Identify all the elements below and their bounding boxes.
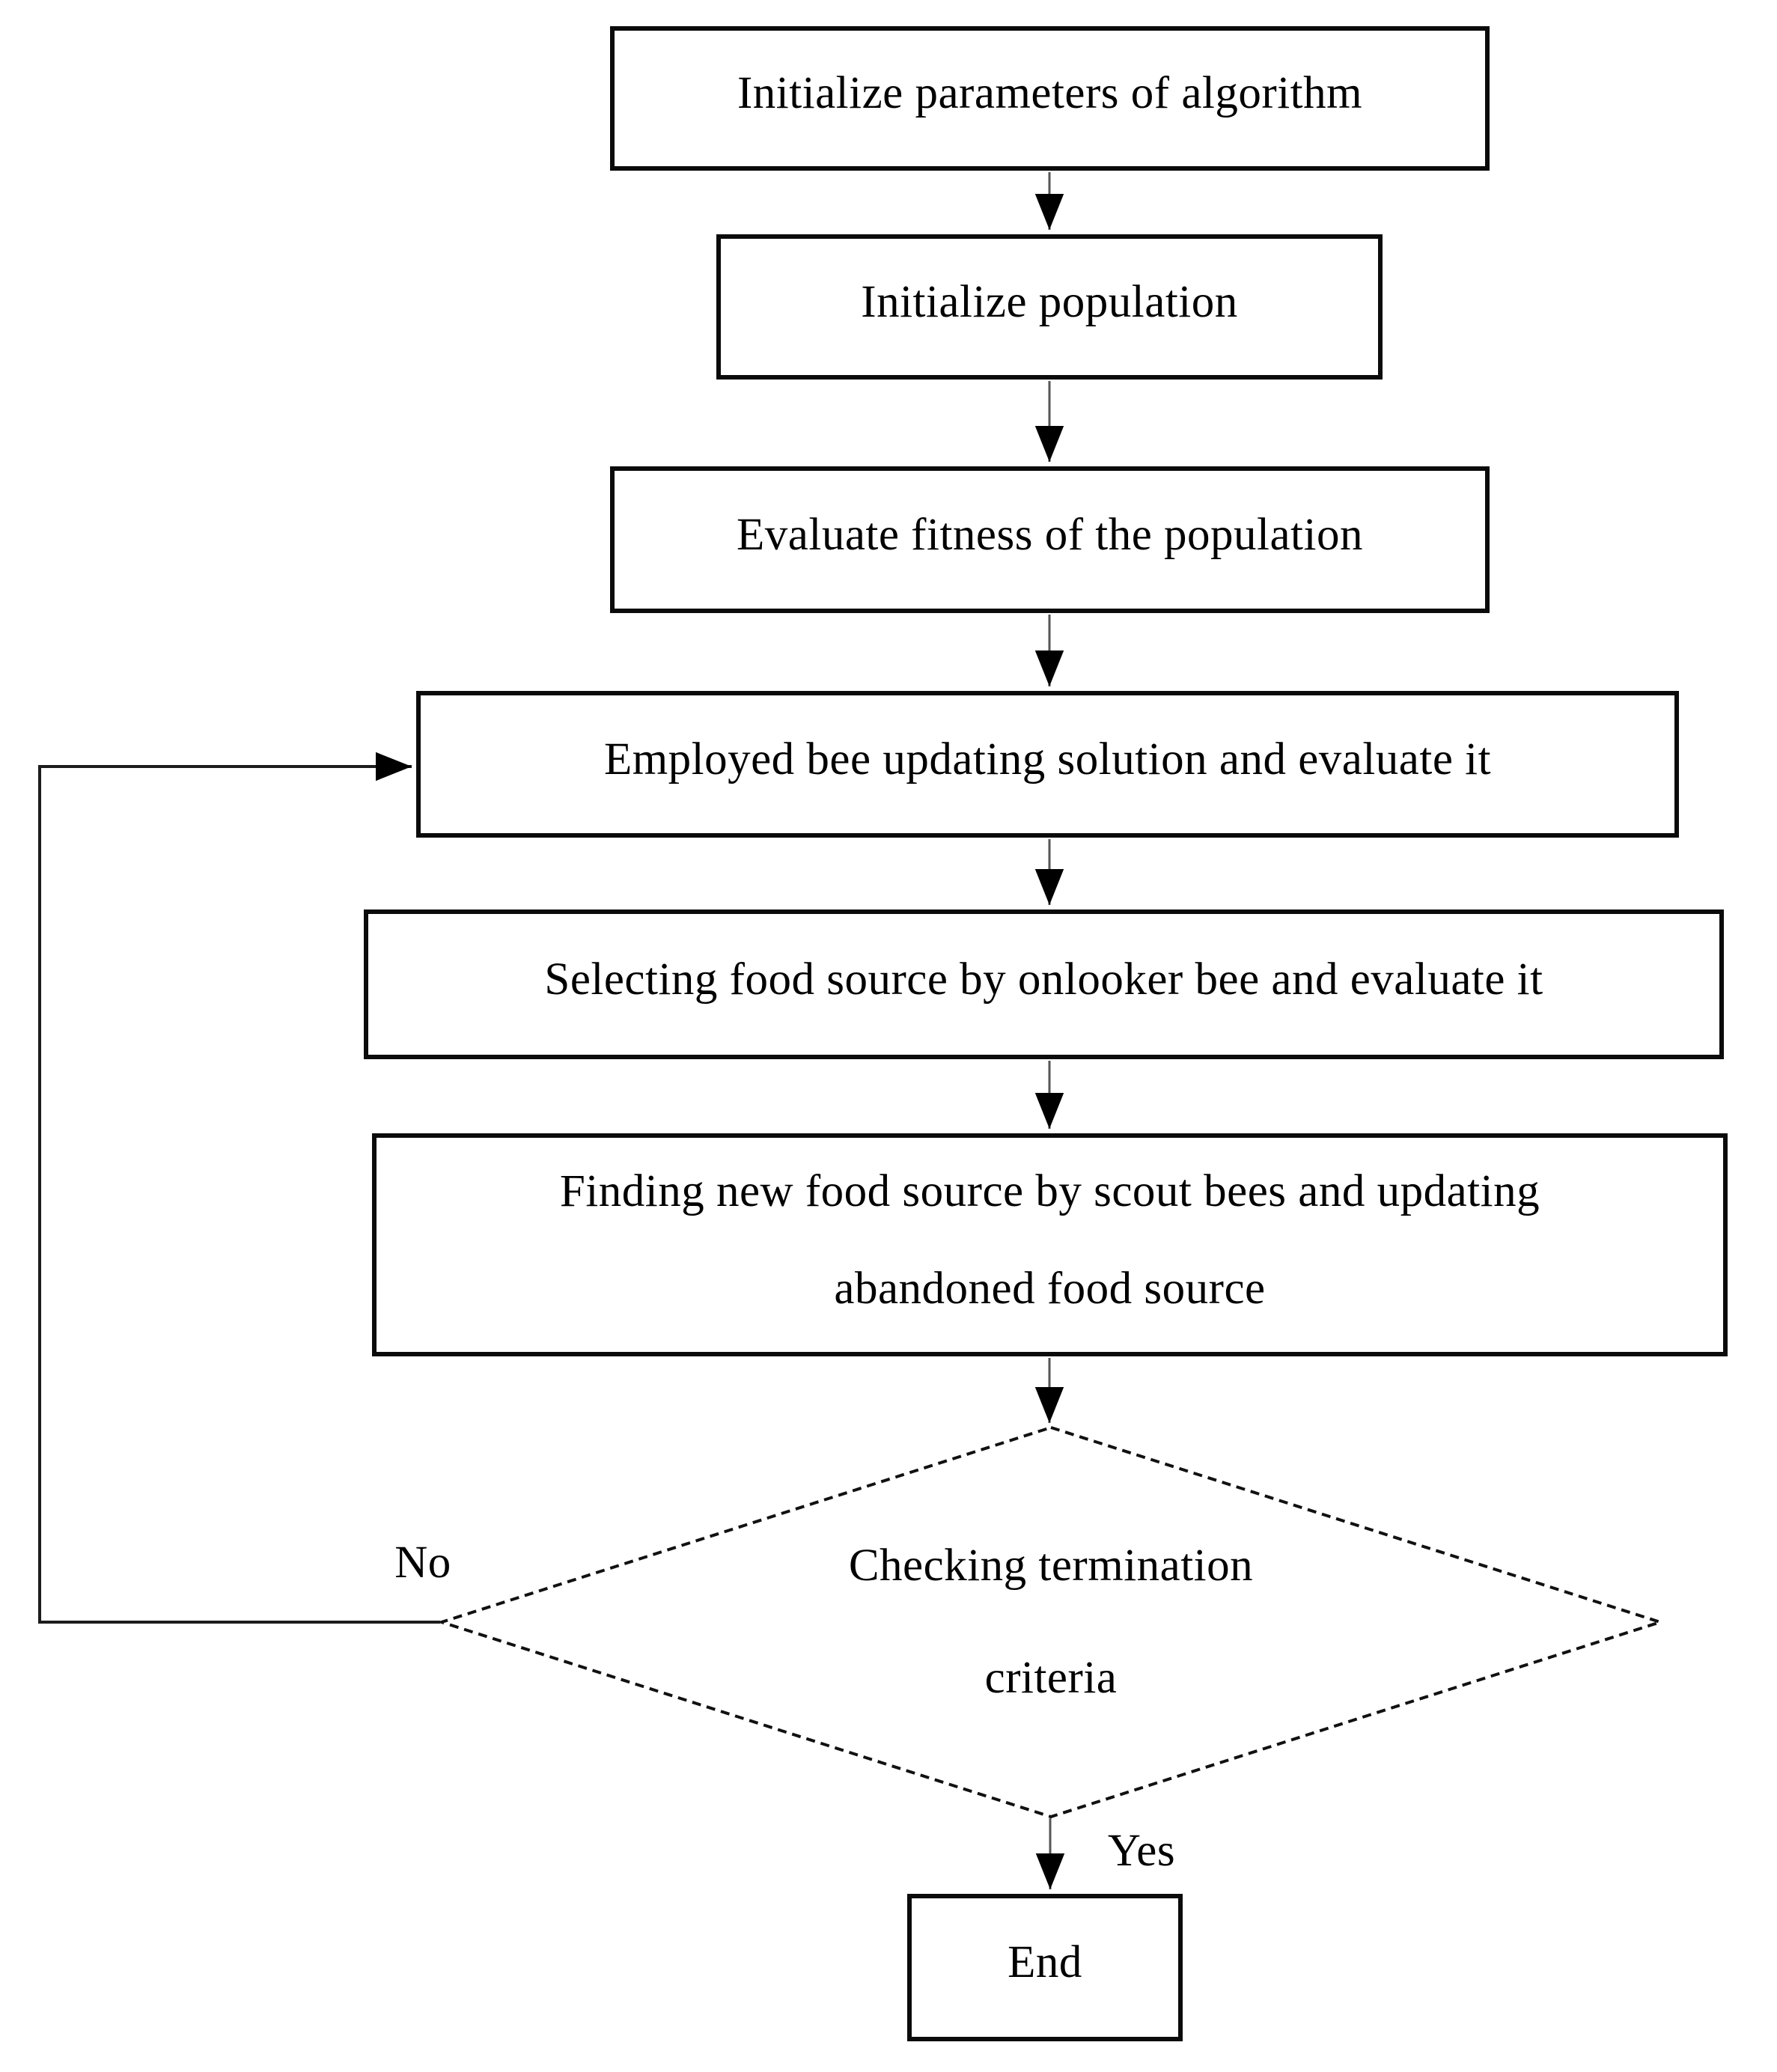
node-end: End [907,1894,1183,2041]
node-end-label: End [1008,1937,1082,1988]
no-loop-connector [38,752,440,1624]
node-decision-termination: Checking termination criteria [677,1506,1425,1738]
node-decision-label-line1: Checking termination [848,1541,1254,1591]
decision-diamond-shape [436,1425,1665,1819]
node-onlooker-bee: Selecting food source by onlooker bee an… [364,909,1724,1059]
node-evaluate-fitness: Evaluate fitness of the population [610,466,1490,613]
node-initialize-parameters-label: Initialize parameters of algorithm [737,68,1363,119]
node-scout-bee-label-line1: Finding new food source by scout bees an… [559,1166,1540,1216]
node-initialize-population-label: Initialize population [861,276,1238,327]
node-decision-label-line2: criteria [984,1653,1118,1703]
node-employed-bee-label: Employed bee updating solution and evalu… [603,734,1492,784]
node-initialize-population: Initialize population [716,234,1383,380]
node-scout-bee-label-line2: abandoned food source [834,1264,1266,1314]
edge-label-yes: Yes [1107,1826,1176,1876]
node-initialize-parameters: Initialize parameters of algorithm [610,26,1490,171]
node-employed-bee: Employed bee updating solution and evalu… [416,691,1679,838]
node-evaluate-fitness-label: Evaluate fitness of the population [737,509,1363,560]
node-scout-bee: Finding new food source by scout bees an… [372,1133,1728,1356]
edge-label-no: No [394,1538,451,1588]
node-onlooker-bee-label: Selecting food source by onlooker bee an… [544,954,1543,1005]
